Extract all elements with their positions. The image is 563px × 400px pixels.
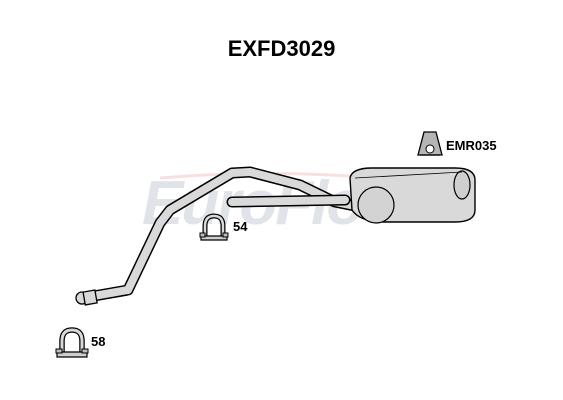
u-bolt-clamp-icon-54 xyxy=(199,213,229,241)
part-number-title: EXFD3029 xyxy=(227,36,336,61)
clamp-54-label: 54 xyxy=(233,219,248,234)
rear-silencer xyxy=(349,167,476,224)
exhaust-pipe xyxy=(75,166,366,306)
clamp-58-label: 58 xyxy=(91,334,106,349)
rubber-mount-label: EMR035 xyxy=(446,138,497,153)
u-bolt-clamp-icon-58 xyxy=(55,327,89,358)
rubber-mount-icon xyxy=(417,131,443,156)
